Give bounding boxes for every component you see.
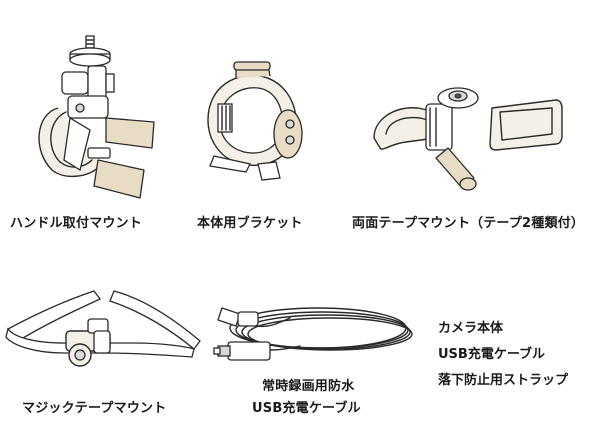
body-bracket-icon	[198, 60, 318, 185]
item-label: ハンドル取付マウント	[10, 216, 143, 231]
handlebar-mount-icon	[18, 30, 168, 205]
contents-item: 落下防止用ストラップ	[438, 373, 569, 388]
adhesive-tape-mount-icon	[366, 78, 566, 193]
contents-item: USB充電ケーブル	[438, 347, 546, 362]
contents-list: カメラ本体 USB充電ケーブル 落下防止用ストラップ	[438, 316, 568, 394]
velcro-strap-mount-icon	[4, 285, 204, 380]
item-label: 両面テープマウント（テープ2種類付）	[352, 216, 585, 231]
item-label: 本体用ブラケット	[197, 216, 303, 231]
item-label: マジックテープマウント	[22, 401, 167, 416]
item-label-line2: USB充電ケーブル	[252, 401, 361, 416]
usb-cable-icon	[210, 292, 420, 377]
contents-item: カメラ本体	[438, 321, 504, 336]
item-label-line1: 常時録画用防水	[262, 379, 355, 394]
